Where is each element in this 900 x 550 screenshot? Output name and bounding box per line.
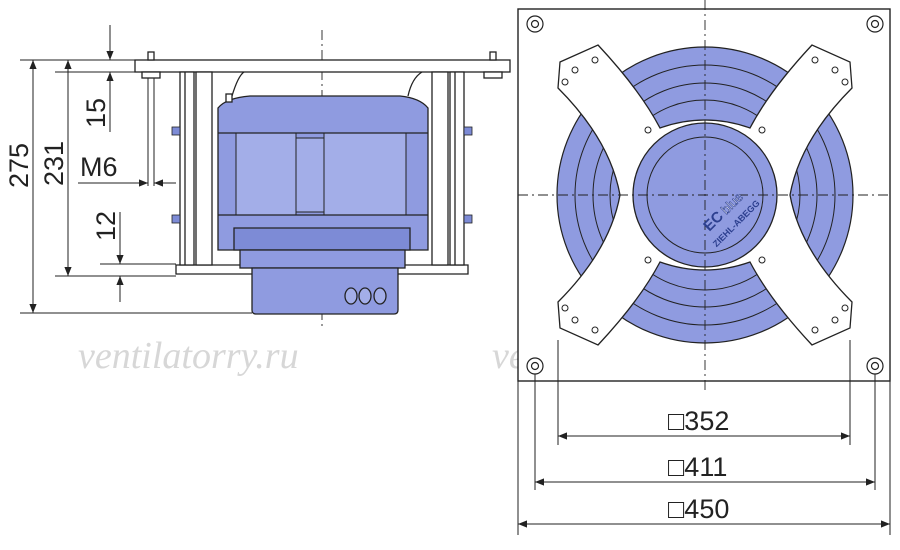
strut-right-outer: [449, 71, 465, 266]
dim-15: 15: [81, 98, 111, 128]
dim-411: □411: [668, 452, 727, 482]
bolt-head-left: [147, 51, 155, 61]
dim-12: 12: [91, 211, 121, 241]
terminal-gland-1: [344, 287, 358, 305]
plate-nut-right: [483, 71, 503, 79]
terminal-gland-2: [358, 287, 372, 305]
strut-left-outer: [179, 71, 195, 266]
side-dimensions: [20, 25, 252, 314]
dim-352: □352: [668, 406, 729, 436]
plate-nut-left: [141, 71, 161, 79]
watermark-left: ventilatorry.ru: [78, 335, 299, 377]
dim-m6: M6: [80, 152, 118, 182]
side-view: [134, 30, 511, 328]
bolt-head-right: [489, 51, 497, 61]
dim-231: 231: [39, 141, 69, 186]
strut-left-inner: [195, 71, 213, 266]
bracket-rivets: [561, 56, 849, 334]
strut-right-inner: [431, 71, 449, 266]
front-view: [517, 0, 891, 535]
terminal-gland-3: [373, 287, 387, 305]
dim-275: 275: [4, 143, 34, 188]
dim-450: □450: [668, 494, 729, 524]
top-plate: [134, 59, 511, 73]
